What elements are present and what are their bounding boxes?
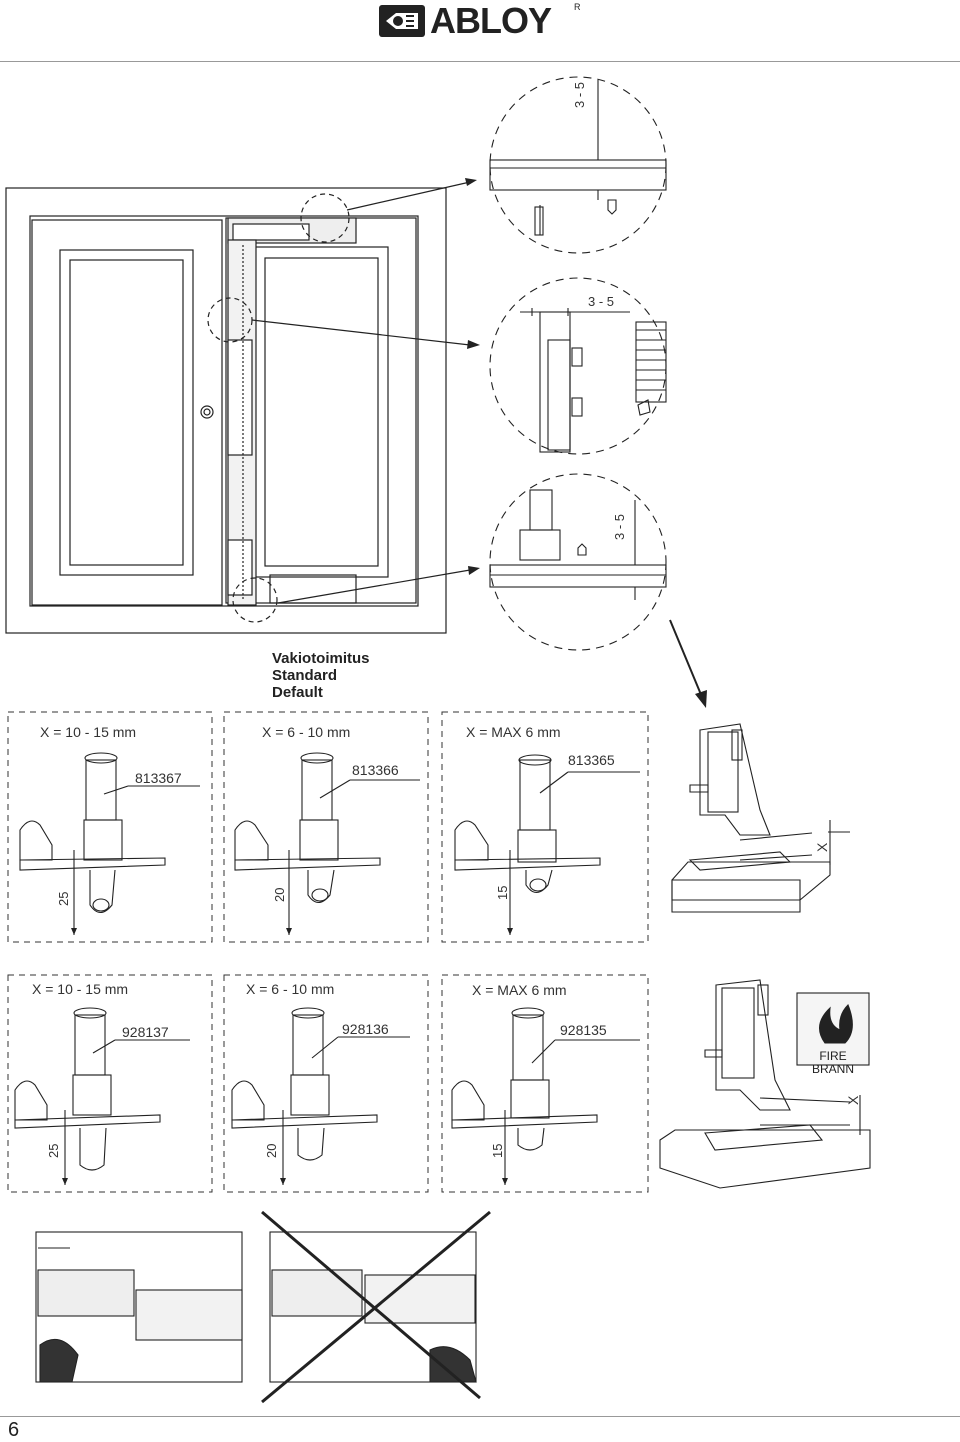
window-outer-frame bbox=[5, 187, 447, 634]
caption-block: Vakiotoimitus Standard Default bbox=[272, 650, 370, 701]
row1-part-2: 813366 bbox=[352, 762, 399, 778]
abloy-key-icon bbox=[379, 5, 425, 37]
row2-x-3: X = MAX 6 mm bbox=[472, 982, 567, 998]
row2-part-2: 928136 bbox=[342, 1021, 389, 1037]
row2-dim-2: 20 bbox=[264, 1143, 279, 1158]
brand-name: ABLOY bbox=[430, 0, 552, 41]
row1-x-3: X = MAX 6 mm bbox=[466, 724, 561, 740]
row1-dim-2: 20 bbox=[272, 887, 287, 902]
detail-dim-middle: 3 - 5 bbox=[588, 294, 615, 309]
detail-dim-top: 3 - 5 bbox=[572, 81, 587, 108]
row1-dim-1: 25 bbox=[56, 891, 71, 906]
row1-x-1: X = 10 - 15 mm bbox=[40, 724, 137, 740]
row1-part-3: 813365 bbox=[568, 752, 615, 768]
row2-x-2: X = 6 - 10 mm bbox=[246, 981, 335, 997]
caption-line-2: Standard bbox=[272, 667, 338, 684]
registered-mark: R bbox=[574, 2, 581, 12]
row2-x-marker: X bbox=[845, 1095, 861, 1105]
row1-part-1: 813367 bbox=[135, 770, 182, 786]
row2-x-1: X = 10 - 15 mm bbox=[32, 981, 129, 997]
row1-dim-3: 15 bbox=[495, 885, 510, 900]
row1-x-marker: X bbox=[814, 842, 830, 852]
caption-line-3: Default bbox=[272, 684, 323, 701]
row2-dim-3: 15 bbox=[490, 1143, 505, 1158]
header-rule bbox=[0, 61, 960, 62]
row2-dim-1: 25 bbox=[46, 1143, 61, 1158]
detail-dim-bottom: 3 - 5 bbox=[612, 513, 627, 540]
row2-part-3: 928135 bbox=[560, 1022, 607, 1038]
fire-label-line-2: BRANN bbox=[811, 1062, 854, 1076]
caption-line-1: Vakiotoimitus bbox=[272, 650, 370, 667]
fire-label-line-1: FIRE bbox=[819, 1049, 847, 1063]
footer-rule bbox=[0, 1416, 960, 1417]
page-number: 6 bbox=[8, 1419, 20, 1441]
row2-part-1: 928137 bbox=[122, 1024, 169, 1040]
fire-label: FIRE BRANN bbox=[797, 1050, 869, 1076]
row1-x-2: X = 6 - 10 mm bbox=[262, 724, 351, 740]
abloy-logo: ABLOY R bbox=[378, 0, 588, 41]
